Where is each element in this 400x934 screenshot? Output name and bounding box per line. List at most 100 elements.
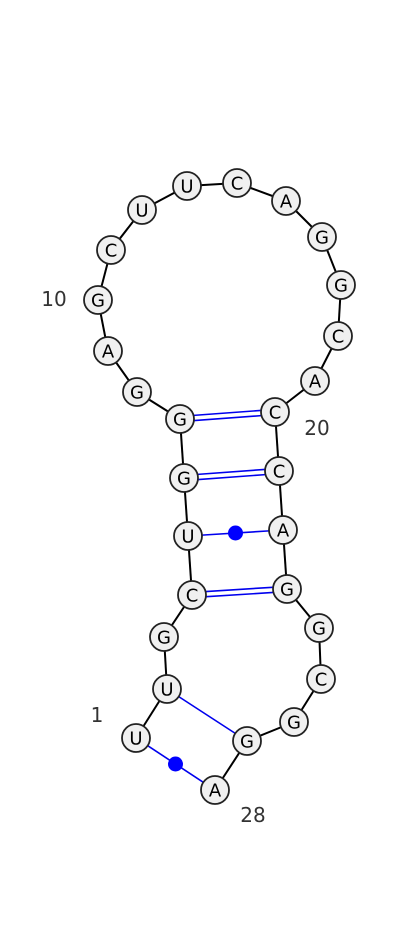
nucleotide-22: A [268,515,298,545]
index-label-layer: 1 10 20 28 [41,287,329,827]
nucleotide-base-letter: U [160,680,173,701]
nucleotide-circle [96,235,126,265]
nucleotide-16: G [307,222,337,252]
nucleotide-base-letter: U [180,177,193,198]
nucleotide-circle [83,285,113,315]
nucleotide-base-letter: G [334,276,348,297]
index-label-10: 10 [41,287,66,311]
nucleotide-14: C [222,168,252,198]
nucleotide-base-letter: G [177,469,191,490]
nucleotide-circle [279,707,309,737]
nucleotide-11: C [96,235,126,265]
index-label-20: 20 [304,416,329,440]
wobble-pair-dot [228,525,243,541]
wobble-pair-dot [168,756,183,772]
nucleotide-circle [200,775,230,805]
nucleotide-circle [172,171,202,201]
nucleotide-base-letter: C [269,403,282,424]
nucleotide-base-letter: U [129,729,142,750]
canonical-pair-line [194,414,262,422]
nucleotide-base-letter: G [240,732,254,753]
nucleotide-circle [127,195,157,225]
nucleotide-circle [271,186,301,216]
nucleotide-base-letter: C [105,241,118,262]
nucleotide-circle [93,336,123,366]
nucleotide-circle [272,574,302,604]
nucleotide-circle [306,664,336,694]
nucleotide-base-letter: G [280,580,294,601]
nucleotide-circle [260,397,290,427]
nucleotide-circle [326,270,356,300]
nucleotide-circle [149,622,179,652]
nucleotide-circle [177,580,207,610]
nucleotide-base-letter: C [231,174,244,195]
nucleotide-23: G [272,574,302,604]
nucleotide-base-letter: G [157,628,171,649]
nucleotide-26: G [279,707,309,737]
nucleotide-base-letter: C [315,670,328,691]
nucleotide-base-letter: A [277,521,290,542]
nucleotide-18: C [323,321,353,351]
nucleotide-base-letter: A [309,372,322,393]
nucleotide-base-letter: A [209,781,222,802]
nucleotide-base-letter: A [102,342,115,363]
nucleotide-20: C [260,397,290,427]
nucleotide-base-letter: G [130,383,144,404]
nucleotide-base-letter: C [186,586,199,607]
canonical-pair-line [205,586,273,593]
nucleotide-circle [300,366,330,396]
nucleotide-circle [121,723,151,753]
nucleotide-8: G [122,377,152,407]
canonical-pair-line [197,468,265,476]
nucleotide-circle [122,377,152,407]
noncanonical-pair-line [178,695,236,735]
nucleotide-12: U [127,195,157,225]
nucleotide-circle [264,456,294,486]
canonical-pair-line [198,473,266,481]
nucleotide-circle [268,515,298,545]
nucleotide-base-letter: G [91,291,105,312]
nucleotide-base-letter: G [315,228,329,249]
nucleotide-circle [152,674,182,704]
nucleotide-1: U [121,723,151,753]
nucleotide-circle [232,726,262,756]
nucleotide-7: G [165,404,195,434]
index-label-28: 28 [240,803,265,827]
index-label-1: 1 [91,703,104,727]
nucleotide-24: G [304,613,334,643]
nucleotide-circle [304,613,334,643]
nucleotide-circle [169,463,199,493]
nucleotide-circle [323,321,353,351]
nucleotide-13: U [172,171,202,201]
nucleotide-21: C [264,456,294,486]
nucleotide-4: C [177,580,207,610]
backbone-layer [97,182,342,791]
nucleotide-base-letter: G [312,619,326,640]
nucleotide-19: A [300,366,330,396]
nucleotide-28: A [200,775,230,805]
nucleotide-circle [173,521,203,551]
nucleotide-5: U [173,521,203,551]
nucleotide-base-letter: U [181,527,194,548]
nucleotide-circle [307,222,337,252]
nucleotide-9: A [93,336,123,366]
base-pair-layer [147,409,274,783]
nucleotide-circle [165,404,195,434]
nucleotide-17: G [326,270,356,300]
nucleotide-base-letter: G [173,410,187,431]
nucleotide-3: G [149,622,179,652]
nucleotide-25: C [306,664,336,694]
nucleotide-6: G [169,463,199,493]
canonical-pair-line [206,591,274,598]
nucleotide-base-letter: C [273,462,286,483]
nucleotide-10: G [83,285,113,315]
nucleotide-27: G [232,726,262,756]
nucleotide-base-letter: C [332,327,345,348]
nucleotide-base-letter: U [135,201,148,222]
canonical-pair-line [193,409,261,417]
nucleotide-base-letter: A [280,192,293,213]
nucleotide-15: A [271,186,301,216]
nucleotide-base-letter: G [287,713,301,734]
